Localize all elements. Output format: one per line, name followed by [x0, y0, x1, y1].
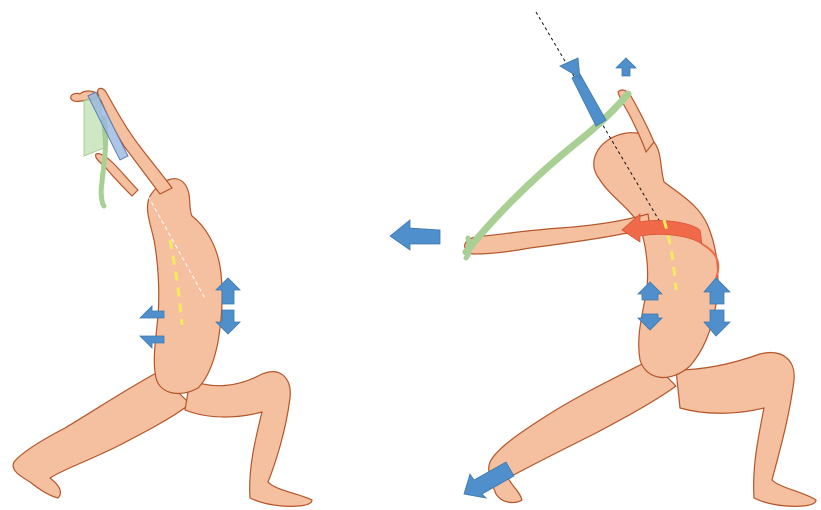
right-figure-torso — [594, 133, 718, 378]
left-figure-front-leg — [185, 372, 312, 507]
left-figure-raised-arm — [98, 88, 172, 194]
left-figure-back-leg — [13, 372, 190, 498]
right-figure-front-leg — [676, 353, 816, 507]
left-figure-torso — [147, 179, 222, 394]
left-figure — [13, 88, 312, 506]
right-force-arrow-icon-rod — [560, 58, 606, 126]
right-figure-back-leg — [489, 360, 676, 502]
right-force-arrow-icon-hand-up — [616, 58, 636, 76]
right-figure — [390, 12, 816, 506]
right-force-arrow-icon-left — [390, 220, 440, 250]
